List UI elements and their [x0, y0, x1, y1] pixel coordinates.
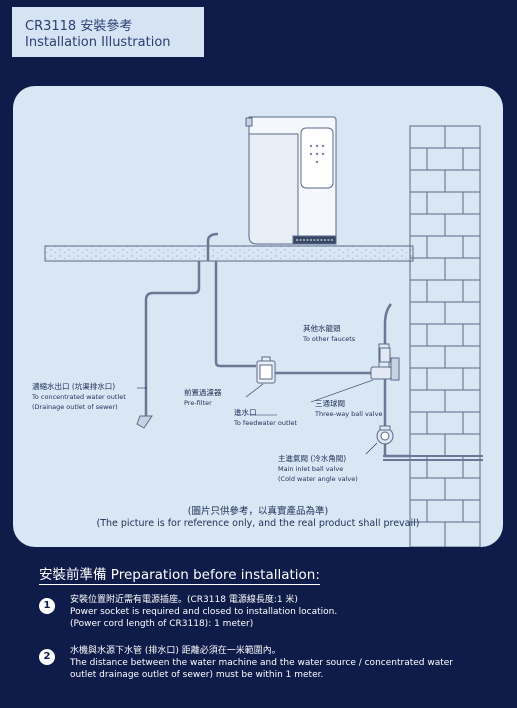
- item-2-zh: 水機與水源下水管 (排水口) 距離必須在一米範圍內。: [70, 646, 281, 656]
- step-number-1: 1: [39, 598, 55, 614]
- item-1-zh: 安裝位置附近需有電源插座。(CR3118 電源線長度:1 米): [70, 595, 298, 605]
- wall-pipe: [383, 455, 483, 461]
- preparation-item-1: 安裝位置附近需有電源插座。(CR3118 電源線長度:1 米) Power so…: [70, 594, 510, 630]
- label-other-faucets: 其他水龍頭 To other faucets: [303, 324, 356, 343]
- label-drain-outlet: 濃縮水出口 (坑渠排水口) To concentrated water outl…: [32, 382, 126, 411]
- brick-wall: [409, 125, 481, 547]
- illustration-panel: 其他水龍頭 To other faucets 濃縮水出口 (坑渠排水口) To …: [13, 86, 503, 547]
- faucet-fitting: [379, 347, 391, 363]
- caption-zh: (圖片只供參考，以真實產品為準): [187, 506, 329, 517]
- item-1-en-line1: Power socket is required and closed to i…: [70, 607, 338, 617]
- label-feedwater: 進水口 To feedwater outlet: [234, 408, 297, 427]
- item-1-en-line2: (Power cord length of CR3118): 1 meter): [70, 619, 254, 629]
- item-2-en-line2: outlet drainage outlet of sewer) must be…: [70, 670, 324, 680]
- pipes: [144, 232, 410, 458]
- water-machine: [245, 116, 337, 245]
- preparation-item-2: 水機與水源下水管 (排水口) 距離必須在一米範圍內。 The distance …: [70, 645, 510, 681]
- step-number-2: 2: [39, 649, 55, 665]
- prefilter-unit: [256, 356, 276, 384]
- label-main-inlet-valve: 主進氣閥 (冷水角閥) Main inlet ball valve (Cold …: [278, 454, 358, 483]
- title-en: Installation Illustration: [25, 35, 171, 50]
- title-zh: CR3118 安裝參考: [25, 19, 133, 34]
- angle-valve: [376, 425, 394, 445]
- label-three-way-valve: 三通球閥 Three-way ball valve: [315, 399, 383, 418]
- installation-diagram: [44, 116, 483, 547]
- preparation-heading: 安裝前準備 Preparation before installation:: [39, 563, 320, 585]
- drain-fitting: [136, 415, 153, 429]
- counter-slab: [44, 245, 414, 262]
- caption-en: (The picture is for reference only, and …: [96, 518, 420, 529]
- leader-lines: [137, 379, 378, 455]
- title-box: CR3118 安裝參考 Installation Illustration: [12, 7, 204, 57]
- label-prefilter: 前置過濾器 Pre-filter: [184, 388, 222, 407]
- item-2-en-line1: The distance between the water machine a…: [70, 658, 453, 668]
